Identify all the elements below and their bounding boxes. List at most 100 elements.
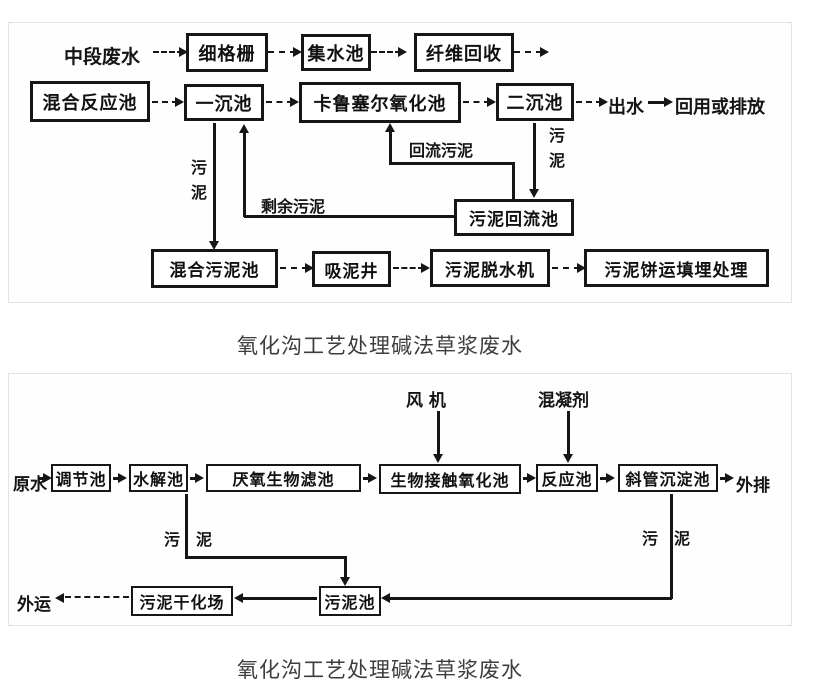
node-sludge-suction-well: 吸泥井: [312, 251, 391, 287]
node-anaerobic-biofilter: 厌氧生物滤池: [206, 464, 361, 492]
label-sludge-vertical-right: 污泥: [546, 127, 565, 177]
flow-line-carrousel-to-secondary: [463, 101, 490, 103]
label-raw-water: 原水: [13, 475, 47, 495]
arrowhead-into-primary: [239, 124, 249, 133]
flow-line-hydrolysis-to-biofilter: [190, 477, 196, 480]
line-sludgetank-to-dryingbed: [243, 597, 317, 600]
arrowhead-to-hydrolysis: [118, 473, 127, 483]
flow-line-oxidation-to-reaction: [523, 477, 528, 480]
diagram2-panel: 风 机 混凝剂 原水 调节池 水解池 厌氧生物滤池 生物接触氧化池 反应池 斜管…: [8, 373, 792, 626]
line-excess-sludge-horizontal: [244, 215, 454, 218]
line-primary-sludge-down: [213, 123, 216, 241]
label-sludge-right-b: 泥: [674, 529, 691, 548]
arrowhead-to-reuse: [664, 97, 673, 107]
node-sludge-cake-landfill: 污泥饼运填埋处理: [584, 249, 769, 287]
arrowhead-to-oxidation: [368, 473, 377, 483]
label-transport-out: 外运: [17, 595, 51, 615]
flow-line-midwaste-to-finescreen: [153, 51, 183, 53]
node-sludge-tank: 污泥池: [319, 586, 381, 616]
node-fiber-recovery: 纤维回收: [414, 33, 514, 72]
arrowhead-to-settling: [606, 473, 615, 483]
line-settling-sludge-horizontal: [390, 597, 672, 600]
label-sludge-left-a: 污: [164, 530, 181, 549]
flow-line-primary-to-carrousel: [266, 101, 293, 103]
label-return-sludge: 回流污泥: [409, 141, 474, 160]
node-regulating-tank: 调节池: [51, 464, 111, 492]
arrowhead-into-sludge-tank-right: [381, 593, 390, 603]
flow-line-finescreen-to-collect: [268, 51, 296, 53]
arrowhead-into-sludge-tank-top: [340, 577, 350, 586]
arrowhead-to-fiber: [398, 47, 407, 57]
flow-line-settling-to-discharge: [720, 477, 726, 480]
line-excess-sludge-up: [243, 132, 246, 217]
node-collecting-tank: 集水池: [301, 34, 371, 71]
label-discharge: 外排: [736, 476, 770, 496]
arrowhead-to-suction-well: [305, 263, 314, 273]
flow-line-effluent-to-reuse: [648, 101, 667, 104]
arrowhead-into-mixed-sludge-tank: [209, 241, 219, 250]
flow-line-secondary-to-effluent: [576, 101, 602, 103]
line-coagulant-down: [567, 411, 570, 455]
node-primary-sedimentation-tank: 一沉池: [184, 84, 264, 121]
diagram1-panel: 中段废水 细格栅 集水池 纤维回收 混合反应池 一沉池 卡鲁塞尔氧化池 二沉池 …: [8, 22, 792, 303]
flow-line-reaction-to-settling: [600, 477, 608, 480]
node-mixing-reaction-tank: 混合反应池: [30, 81, 150, 122]
line-blower-down: [437, 411, 440, 455]
node-hydrolysis-tank: 水解池: [129, 464, 188, 492]
arrowhead-to-regulating: [43, 473, 52, 483]
node-sludge-drying-bed: 污泥干化场: [131, 586, 233, 616]
arrowhead-to-discharge: [725, 473, 734, 483]
arrowhead-to-dewatering: [421, 263, 430, 273]
label-sludge-right-a: 污: [642, 529, 659, 548]
flow-line-rawwater: [39, 477, 45, 480]
arrowhead-to-secondary: [487, 97, 496, 107]
flow-line-regulating-to-hydrolysis: [113, 477, 119, 480]
line-dryingbed-to-transport: [65, 596, 129, 598]
arrowhead-to-finescreen: [179, 47, 188, 57]
node-sludge-return-tank: 污泥回流池: [454, 199, 574, 236]
node-sludge-dewatering-machine: 污泥脱水机: [430, 249, 550, 287]
node-bio-contact-oxidation-tank: 生物接触氧化池: [379, 464, 521, 494]
line-secondary-sludge-down: [533, 123, 536, 189]
line-return-sludge-up: [389, 131, 392, 164]
label-reuse-or-discharge: 回用或排放: [675, 97, 765, 118]
flow-line-biofilter-to-oxidation: [363, 477, 369, 480]
label-sludge-left-b: 泥: [196, 530, 213, 549]
label-effluent: 出水: [608, 97, 644, 118]
diagram1-caption: 氧化沟工艺处理碱法草浆废水: [237, 334, 523, 358]
arrowhead-to-primary: [175, 97, 184, 107]
line-settling-sludge-down: [670, 494, 673, 599]
flow-line-mixedsludge-to-suction: [280, 267, 308, 269]
arrowhead-to-effluent: [599, 97, 608, 107]
arrowhead-to-landfill: [577, 263, 586, 273]
arrowhead-into-carrousel: [385, 123, 395, 132]
line-hydrolysis-sludge-down: [185, 494, 188, 558]
label-sludge-vertical-left: 污泥: [188, 159, 207, 209]
label-excess-sludge: 剩余污泥: [261, 197, 326, 216]
node-mixed-sludge-tank: 混合污泥池: [151, 249, 278, 288]
line-return-sludge-horizontal: [389, 162, 514, 165]
flow-line-dewater-to-landfill: [552, 267, 580, 269]
label-blower: 风 机: [406, 391, 446, 411]
flow-line-mixrx-to-primary: [152, 101, 178, 103]
node-fine-screen: 细格栅: [186, 33, 268, 72]
diagram2-caption: 氧化沟工艺处理碱法草浆废水: [237, 658, 523, 682]
arrowhead-into-sludge-return-tank: [529, 189, 539, 198]
line-hydrolysis-sludge-horizontal: [185, 556, 346, 559]
arrowhead-to-carrousel: [290, 97, 299, 107]
label-coagulant: 混凝剂: [538, 391, 589, 411]
line-return-sludge-from-tank: [512, 162, 515, 199]
arrowhead-to-reaction: [527, 473, 536, 483]
label-mid-stage-wastewater: 中段废水: [64, 46, 141, 68]
arrowhead-to-transport-out: [55, 593, 64, 603]
node-reaction-tank: 反应池: [536, 464, 598, 492]
node-secondary-sedimentation-tank: 二沉池: [496, 83, 574, 121]
arrowhead-fiber-out: [540, 47, 549, 57]
line-hydrolysis-sludge-into-tank: [344, 556, 347, 577]
arrowhead-blower-into-oxidation: [433, 454, 443, 463]
arrowhead-to-biofilter: [195, 473, 204, 483]
flow-line-suction-to-dewater: [393, 267, 424, 269]
arrowhead-to-collect: [293, 47, 302, 57]
node-inclined-tube-settling-tank: 斜管沉淀池: [618, 464, 718, 492]
